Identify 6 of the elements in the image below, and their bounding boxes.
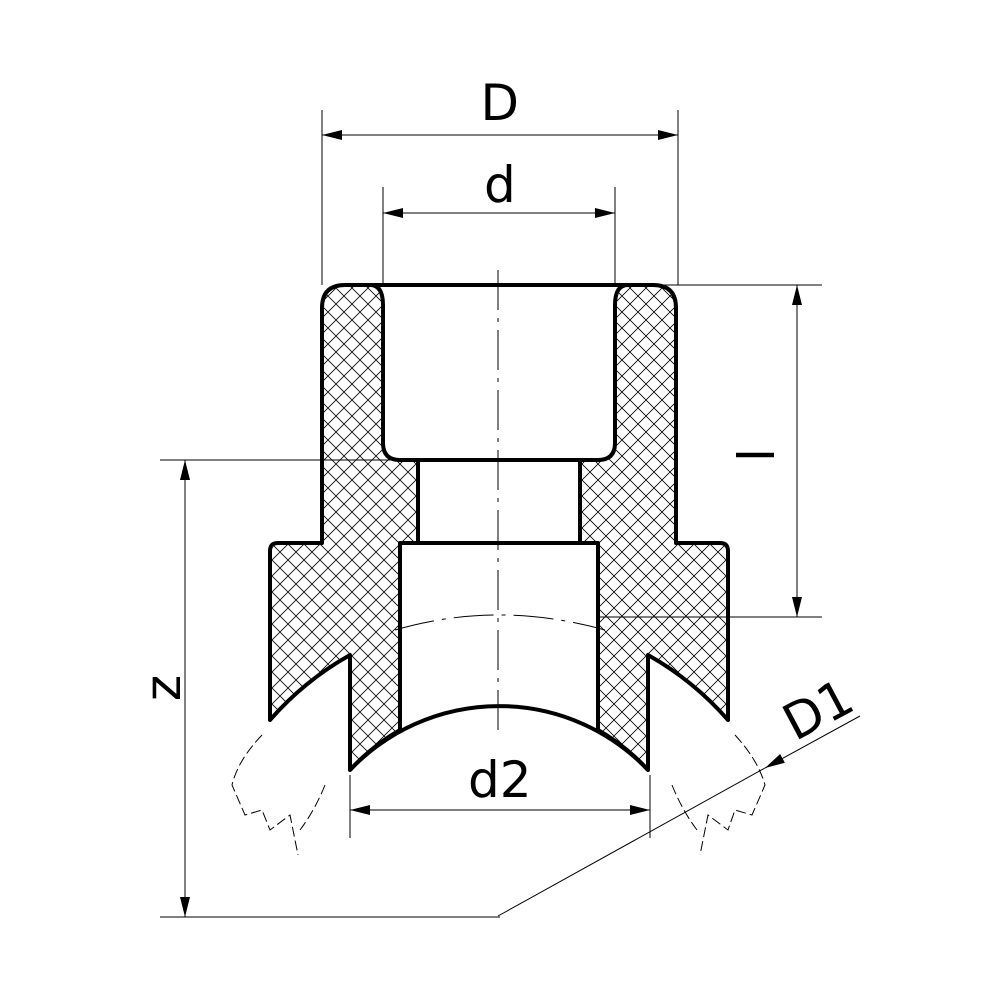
dimension-label: D	[480, 78, 520, 128]
dimension-label: D1	[775, 671, 861, 749]
dimension-label: z	[138, 674, 188, 702]
dimension-label: d2	[468, 755, 532, 805]
dimension-label: d	[484, 160, 516, 210]
dimension-label: l	[732, 448, 782, 462]
